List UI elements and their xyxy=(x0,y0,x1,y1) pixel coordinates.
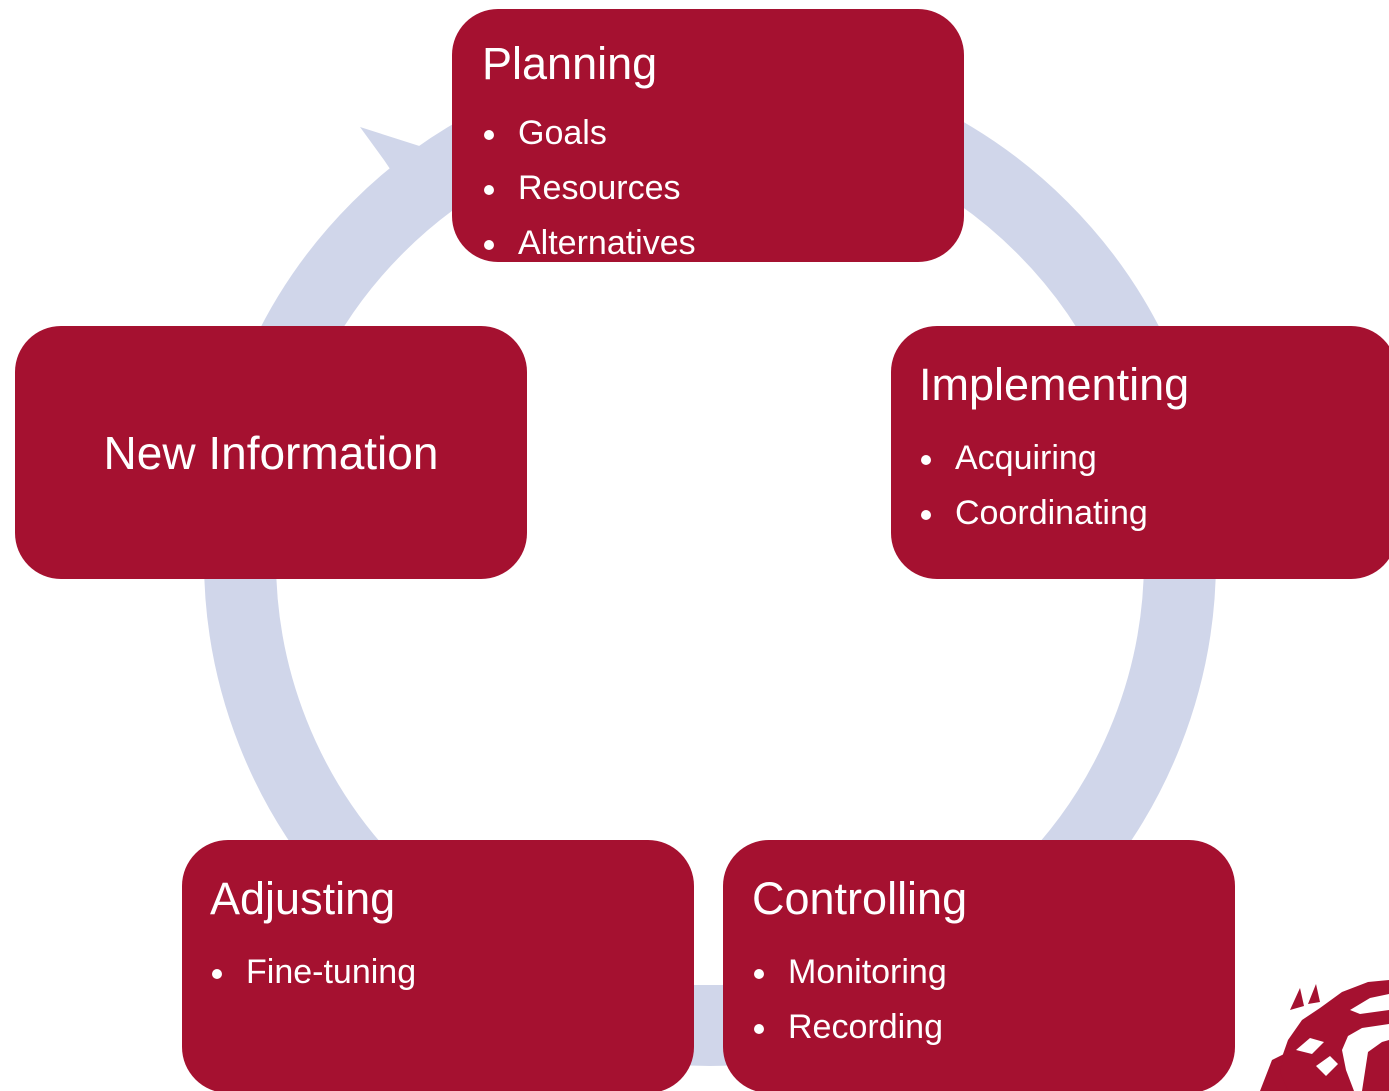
node-adjusting: Adjusting Fine-tuning xyxy=(182,840,694,1091)
list-item-monitoring: Monitoring xyxy=(752,945,1235,1000)
node-list-controlling: Monitoring Recording xyxy=(752,945,1235,1055)
list-item-coordinating: Coordinating xyxy=(919,486,1389,541)
list-item-recording: Recording xyxy=(752,1000,1235,1055)
node-title-controlling: Controlling xyxy=(752,873,968,924)
node-list-planning: Goals Resources Alternatives xyxy=(482,106,964,262)
node-planning: Planning Goals Resources Alternatives xyxy=(452,9,964,262)
node-new-information: New Information xyxy=(15,326,527,579)
cycle-arrowhead xyxy=(360,127,432,228)
list-item-fine-tuning: Fine-tuning xyxy=(210,945,694,1000)
list-item-goals: Goals xyxy=(482,106,964,161)
node-title-adjusting: Adjusting xyxy=(210,873,396,924)
node-list-adjusting: Fine-tuning xyxy=(210,945,694,1000)
node-implementing: Implementing Acquiring Coordinating xyxy=(891,326,1389,579)
list-item-resources: Resources xyxy=(482,161,964,216)
node-title-planning: Planning xyxy=(482,38,658,89)
node-list-implementing: Acquiring Coordinating xyxy=(919,431,1389,541)
cougar-head-logo-icon xyxy=(1260,980,1389,1091)
node-title-new-information: New Information xyxy=(103,426,439,479)
node-controlling: Controlling Monitoring Recording xyxy=(723,840,1235,1091)
list-item-acquiring: Acquiring xyxy=(919,431,1389,486)
node-title-implementing: Implementing xyxy=(919,359,1190,410)
list-item-alternatives: Alternatives xyxy=(482,216,964,262)
